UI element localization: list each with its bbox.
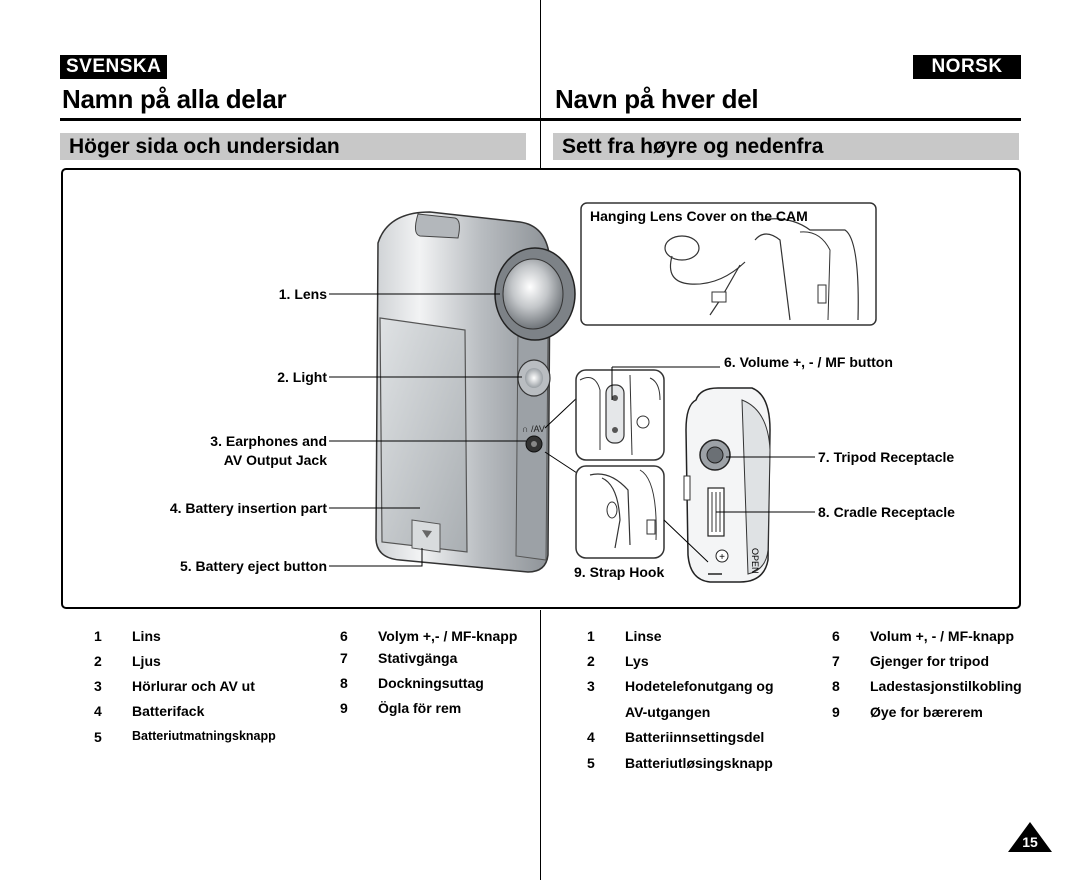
column-divider-bottom [540, 610, 541, 880]
page-title-svenska: Namn på alla delar [62, 84, 287, 114]
title-rule-right [541, 118, 1021, 121]
section-heading-norsk: Sett fra høyre og nedenfra [553, 133, 1019, 160]
page-title-norsk: Navn på hver del [555, 84, 759, 114]
page-number-triangle-icon [1008, 822, 1052, 852]
page-number: 15 [1022, 834, 1038, 850]
title-rule-left [60, 118, 541, 121]
section-heading-svenska: Höger sida och undersidan [60, 133, 526, 160]
figure-frame [61, 168, 1021, 609]
column-divider-top [540, 0, 541, 168]
language-badge-norsk: NORSK [913, 55, 1021, 79]
language-badge-svenska: SVENSKA [60, 55, 168, 79]
